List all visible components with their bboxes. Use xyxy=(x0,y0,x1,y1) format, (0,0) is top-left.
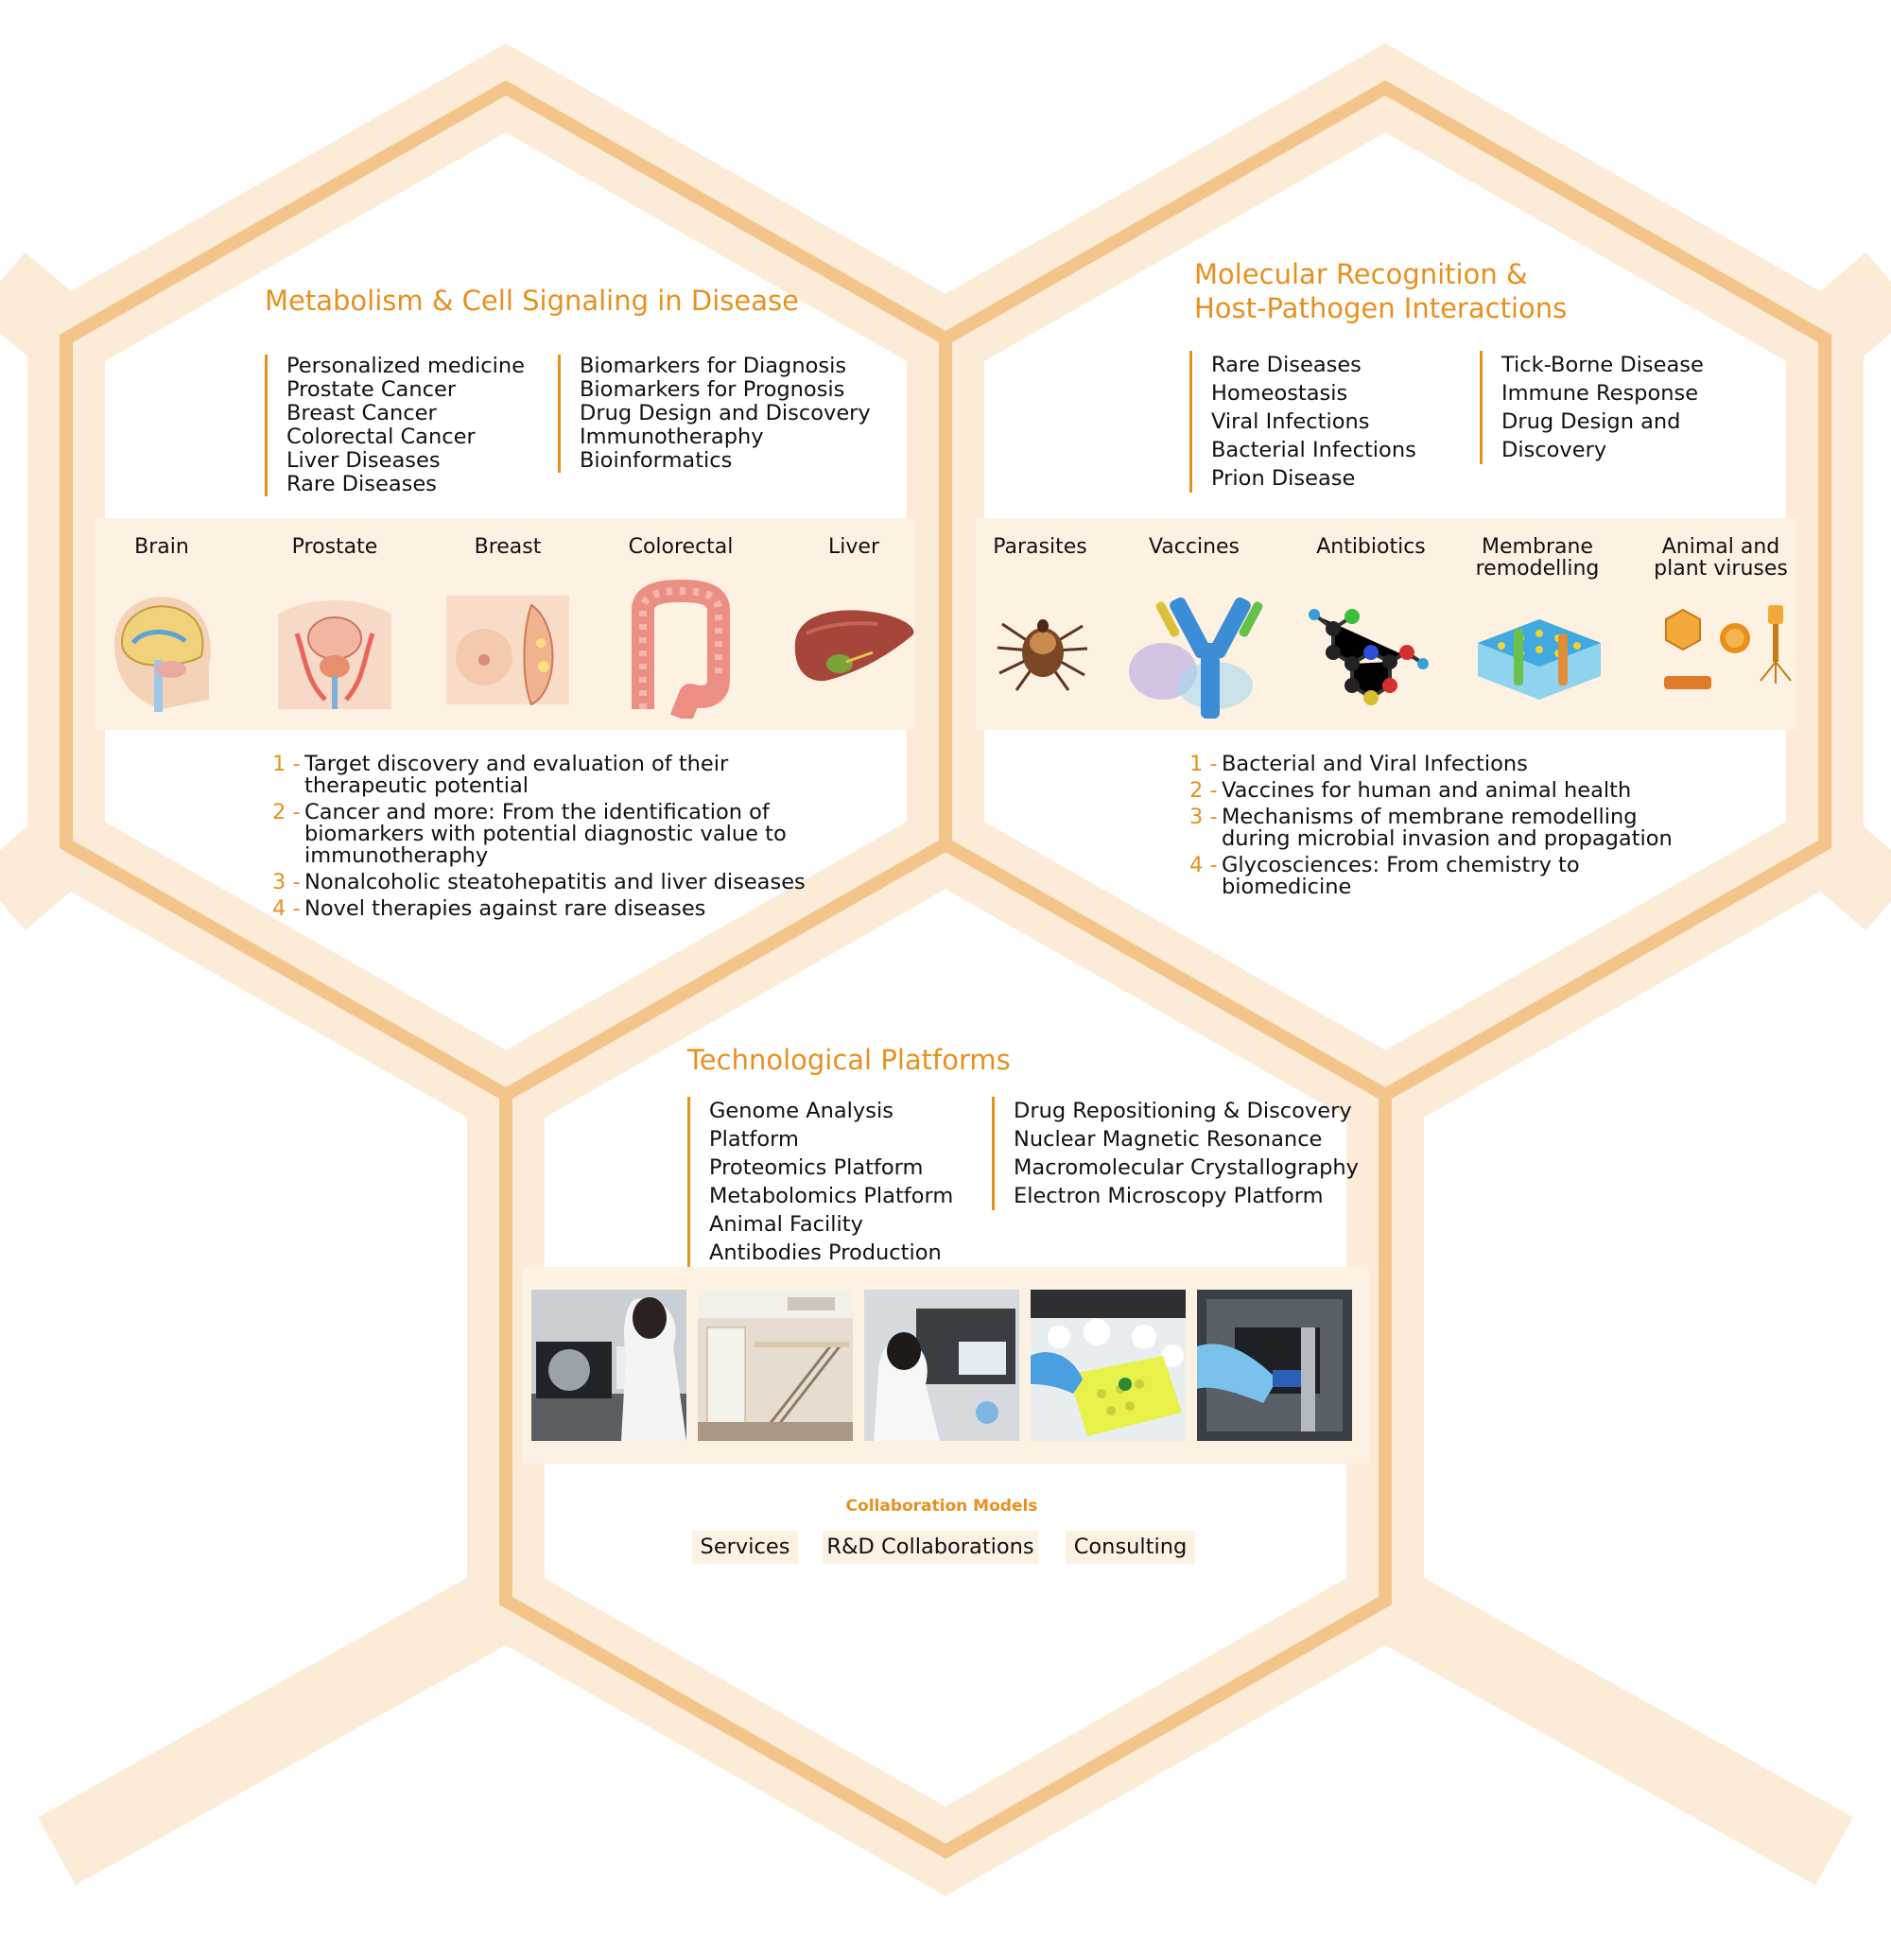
research-line: 4 -Glycosciences: From chemistry to biom… xyxy=(1189,855,1681,898)
line-number: 3 - xyxy=(272,870,301,894)
consulting-chip[interactable]: Consulting xyxy=(1066,1531,1195,1564)
molecular-title: Molecular Recognition & Host-Pathogen In… xyxy=(1194,257,1567,325)
topic-item: Rare Diseases xyxy=(1211,353,1362,377)
topic-item: Personalized medicine xyxy=(286,354,526,378)
research-line: 4 -Novel therapies against rare diseases xyxy=(272,898,811,920)
instrument-loading-photo xyxy=(1197,1290,1352,1441)
research-line: 2 -Cancer and more: From the identificat… xyxy=(272,802,811,867)
topic-item: Rare Diseases xyxy=(286,472,437,496)
organ-label-prostate: Prostate xyxy=(291,535,378,559)
line-number: 3 - xyxy=(1189,805,1218,829)
line-number: 2 - xyxy=(272,800,301,824)
research-line: 1 -Bacterial and Viral Infections xyxy=(1189,754,1681,775)
topic-item: Homeostasis xyxy=(1211,381,1348,406)
line-text: Nonalcoholic steatohepatitis and liver d… xyxy=(304,870,806,894)
line-number: 2 - xyxy=(1189,778,1218,803)
cell-membrane-illustration xyxy=(1478,619,1601,700)
topic-item: Viral Infections xyxy=(1211,409,1370,434)
brain-anatomy-illustration xyxy=(114,597,211,712)
metabolism-title: Metabolism & Cell Signaling in Disease xyxy=(265,285,799,317)
platforms-topics-left: Genome Analysis Platform Proteomics Plat… xyxy=(687,1097,983,1267)
organ-label-liver: Liver xyxy=(828,535,879,559)
topic-item: Macromolecular Crystallography xyxy=(1014,1155,1359,1180)
metabolism-research-lines: 1 -Target discovery and evaluation of th… xyxy=(272,754,811,925)
molecule-illustration xyxy=(1309,609,1429,705)
line-number: 1 - xyxy=(272,752,301,776)
prostate-anatomy-illustration xyxy=(278,600,391,709)
molecular-topics-right: Tick-Borne Disease Immune Response Drug … xyxy=(1480,351,1747,464)
platforms-title: Technological Platforms xyxy=(687,1044,1011,1076)
services-chip[interactable]: Services xyxy=(692,1531,798,1564)
research-line: 2 -Vaccines for human and animal health xyxy=(1189,780,1681,802)
line-text: Target discovery and evaluation of their… xyxy=(304,752,729,798)
topic-item: Animal Facility xyxy=(709,1212,863,1237)
topic-item: Prion Disease xyxy=(1211,466,1356,491)
topic-item: Bioinformatics xyxy=(580,448,733,473)
topic-item: Breast Cancer xyxy=(286,401,437,425)
line-number: 1 - xyxy=(1189,752,1218,776)
topic-item: Prostate Cancer xyxy=(286,377,457,402)
topic-item: Drug Design and xyxy=(1501,409,1681,434)
topic-item: Tick-Borne Disease xyxy=(1501,353,1704,377)
line-text: Vaccines for human and animal health xyxy=(1222,778,1632,803)
molecular-topics-left: Rare Diseases Homeostasis Viral Infectio… xyxy=(1189,351,1466,493)
virus-illustration xyxy=(1664,605,1792,689)
topic-item: Biomarkers for Diagnosis xyxy=(580,354,847,378)
rd-collaborations-chip[interactable]: R&D Collaborations xyxy=(823,1531,1038,1564)
topic-item: Nuclear Magnetic Resonance xyxy=(1014,1127,1323,1152)
line-text: Glycosciences: From chemistry to biomedi… xyxy=(1222,853,1580,899)
topic-item: Proteomics Platform xyxy=(709,1155,924,1180)
topic-item: Colorectal Cancer xyxy=(286,425,476,449)
line-text: Bacterial and Viral Infections xyxy=(1222,752,1528,776)
antibody-illustration xyxy=(1129,597,1263,719)
microscope-workstation-photo xyxy=(531,1290,686,1441)
topic-item: Immunotheraphy xyxy=(580,425,764,449)
item-label-antibiotics: Antibiotics xyxy=(1316,535,1426,559)
item-label-membrane: Membrane remodelling xyxy=(1475,535,1600,581)
research-line: 3 -Nonalcoholic steatohepatitis and live… xyxy=(272,872,811,893)
lab-screen-photo xyxy=(864,1290,1019,1441)
topic-item: Immune Response xyxy=(1501,381,1699,406)
tick-parasite-illustration xyxy=(997,619,1088,691)
organ-label-brain: Brain xyxy=(134,535,189,559)
topic-item: Liver Diseases xyxy=(286,448,441,473)
colon-anatomy-illustration xyxy=(632,580,730,719)
molecular-research-lines: 1 -Bacterial and Viral Infections 2 -Vac… xyxy=(1189,754,1681,903)
topic-item: Bacterial Infections xyxy=(1211,438,1416,462)
research-line: 1 -Target discovery and evaluation of th… xyxy=(272,754,811,797)
line-text: Novel therapies against rare diseases xyxy=(304,896,706,921)
line-text: Mechanisms of membrane remodelling durin… xyxy=(1222,805,1673,851)
topic-item: Electron Microscopy Platform xyxy=(1014,1184,1324,1208)
metabolism-topics-left: Personalized medicine Prostate Cancer Br… xyxy=(265,355,556,496)
molecular-title-line2: Host-Pathogen Interactions xyxy=(1194,292,1568,324)
line-number: 4 - xyxy=(272,896,301,921)
line-number: 4 - xyxy=(1189,853,1218,877)
item-label-parasites: Parasites xyxy=(993,535,1087,559)
lab-facility-photo xyxy=(698,1290,853,1441)
item-label-viruses: Animal and plant viruses xyxy=(1654,535,1788,581)
molecular-title-line1: Molecular Recognition & xyxy=(1194,258,1528,290)
metabolism-topics-right: Biomarkers for Diagnosis Biomarkers for … xyxy=(558,355,892,473)
sample-ice-photo xyxy=(1031,1290,1186,1441)
item-label-vaccines: Vaccines xyxy=(1148,535,1240,559)
breast-anatomy-illustration xyxy=(446,596,569,706)
line-text: Cancer and more: From the identification… xyxy=(304,800,787,868)
topic-item: Antibodies Production xyxy=(709,1240,942,1265)
organ-label-breast: Breast xyxy=(474,535,542,559)
topic-item: Drug Design and Discovery xyxy=(580,401,871,425)
collaboration-models-title: Collaboration Models xyxy=(845,1497,1038,1516)
topic-item: Metabolomics Platform xyxy=(709,1184,954,1208)
liver-anatomy-illustration xyxy=(794,610,914,682)
research-line: 3 -Mechanisms of membrane remodelling du… xyxy=(1189,807,1681,850)
topic-item: Biomarkers for Prognosis xyxy=(580,377,845,402)
organ-label-colorectal: Colorectal xyxy=(628,535,734,559)
pathogen-strip xyxy=(976,518,1796,730)
platforms-topics-right: Drug Repositioning & Discovery Nuclear M… xyxy=(992,1097,1359,1210)
topic-item: Drug Repositioning & Discovery xyxy=(1014,1099,1352,1123)
topic-item: Discovery xyxy=(1501,438,1607,462)
topic-item: Genome Analysis Platform xyxy=(709,1099,893,1152)
